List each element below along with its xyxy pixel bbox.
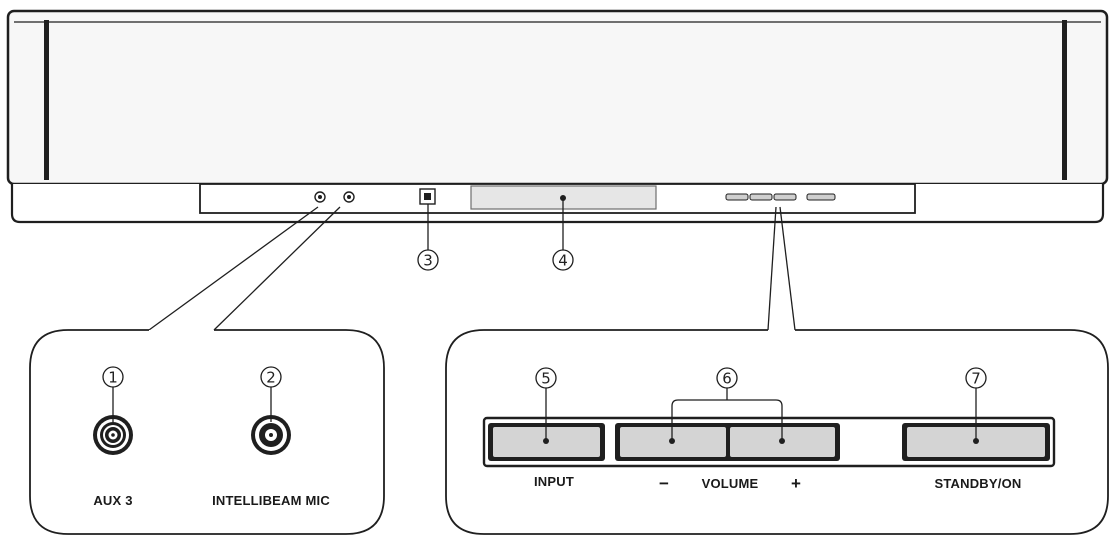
buttons-zoom-panel: 5 6 7 INPUT − VOLUME + STANDBY/ON (445, 329, 1109, 535)
volume-label: VOLUME (702, 476, 759, 491)
input-label: INPUT (534, 474, 574, 489)
callout-7-number: 7 (971, 370, 981, 388)
callout-2-number: 2 (266, 369, 276, 387)
soundbar-body (6, 9, 1109, 224)
callout-3-number: 3 (423, 252, 433, 270)
intellibeam-mic-jack (251, 415, 291, 455)
callout-7: 7 (965, 367, 987, 444)
jacks-zoom-panel: 1 AUX 3 2 INTELLIBEAM MIC (29, 329, 385, 535)
callout-2: 2 (260, 366, 282, 422)
callout-4: 4 (552, 195, 574, 271)
callout-6: 6 (669, 367, 785, 444)
speaker-grille (6, 9, 1109, 186)
left-end-cap (44, 20, 49, 180)
remote-sensor (419, 188, 436, 205)
callout-3: 3 (417, 204, 439, 271)
volume-minus-label: − (659, 474, 669, 493)
callout-6-number: 6 (722, 370, 732, 388)
right-end-cap (1062, 20, 1067, 180)
strip-input-button (725, 193, 749, 201)
zoom-leader-right (767, 206, 796, 331)
strip-standby-button (806, 193, 836, 201)
aux3-label: AUX 3 (93, 493, 132, 508)
strip-aux3-jack (314, 191, 326, 203)
callout-1-number: 1 (108, 369, 118, 387)
strip-mic-jack (343, 191, 355, 203)
zoom-leader-left (148, 206, 341, 331)
standby-on-label: STANDBY/ON (935, 476, 1022, 491)
intellibeam-mic-label: INTELLIBEAM MIC (212, 493, 330, 508)
aux3-jack (93, 415, 133, 455)
callout-5-number: 5 (541, 370, 551, 388)
strip-volume-minus-button (749, 193, 773, 201)
callout-1: 1 (102, 366, 124, 422)
callout-4-number: 4 (558, 252, 568, 270)
strip-volume-plus-button (773, 193, 797, 201)
volume-plus-label: + (791, 474, 801, 493)
callout-5: 5 (535, 367, 557, 444)
